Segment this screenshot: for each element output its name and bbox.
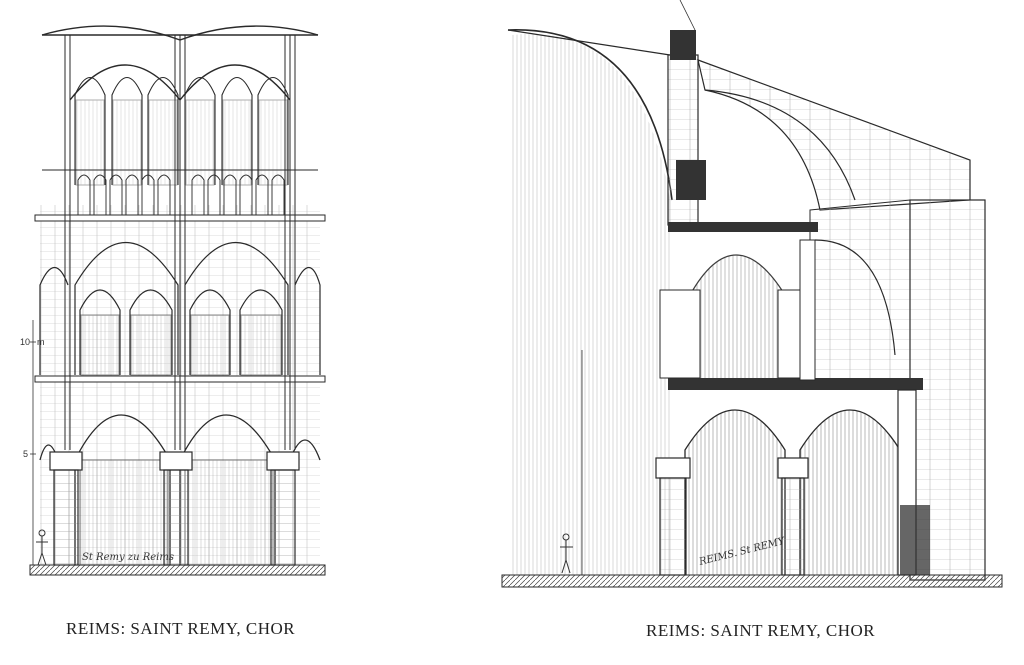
roof-line [679, 0, 696, 31]
scale-label-5: 5 [23, 449, 28, 459]
scale-label-10: 10 [20, 337, 30, 347]
vault-extrados [507, 29, 671, 56]
outer-wall-base [900, 505, 930, 575]
ground-capital-1 [655, 457, 691, 479]
capital-2 [159, 451, 193, 471]
buttress-arch [704, 89, 856, 201]
section-ground-line [501, 574, 1003, 588]
flying-buttress [697, 59, 971, 211]
clerestory-windows [69, 64, 291, 186]
tribune-roof-beam [676, 160, 706, 200]
capital-1 [49, 451, 83, 471]
aisle-arch-1 [684, 409, 786, 575]
left-caption: REIMS: SAINT REMY, CHOR [66, 619, 296, 638]
ground-pier-1 [659, 477, 687, 576]
arcade-piers [49, 451, 300, 566]
wall-head [670, 30, 696, 60]
main-arcade [39, 414, 321, 566]
ground-capital-2 [777, 457, 809, 479]
tribune-pier-left [659, 289, 701, 379]
tribune-arch [689, 254, 786, 378]
ground-pier-2 [781, 477, 805, 576]
lower-buttress-arch [814, 239, 896, 356]
tribune-outer-wall [799, 239, 816, 381]
pier-2 [163, 469, 189, 566]
vaulting-shafts [64, 35, 296, 450]
right-section-drawing: REIMS. St REMY [500, 0, 1010, 600]
right-caption: REIMS: SAINT REMY, CHOR [646, 621, 876, 640]
capital-3 [266, 451, 300, 471]
left-elevation-drawing: 10 m 5 St Remy zu Reims [20, 20, 330, 590]
nave-interior-hatch [512, 33, 670, 576]
pier-3 [270, 469, 296, 566]
ground-line [29, 564, 326, 576]
tribune-arcade [39, 242, 321, 376]
tribune-floor [668, 378, 923, 390]
section-scale-figure [560, 533, 573, 574]
pier-1 [53, 469, 79, 566]
right-section-svg: REIMS. St REMY [501, 0, 1003, 588]
tribune-pier-right [777, 289, 801, 379]
tribune-vault-top [668, 222, 818, 232]
nave-vault-curve [507, 29, 673, 201]
scale-figure [36, 529, 48, 566]
aisle-arch-2 [799, 409, 901, 575]
scale-bar: 10 m 5 [20, 320, 45, 565]
left-inscription: St Remy zu Reims [82, 552, 174, 563]
scale-label-unit: m [37, 337, 45, 347]
left-elevation-svg: 10 m 5 St Remy zu Reims [20, 25, 326, 576]
